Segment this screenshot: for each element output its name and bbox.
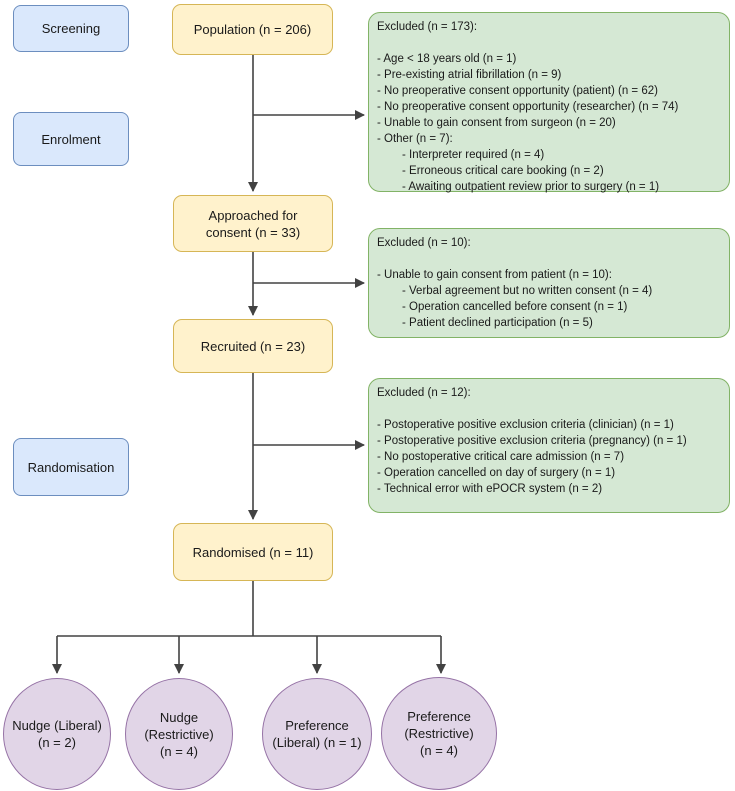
exclusion-box-screening: Excluded (n = 173): - Age < 18 years old… <box>368 12 730 193</box>
flow-node-text: Randomised (n = 11) <box>192 544 314 560</box>
exclusion-item: - Unable to gain consent from surgeon (n… <box>377 117 616 129</box>
arm-circle-nudge-liberal: Nudge (Liberal) (n = 2) <box>3 678 111 790</box>
stage-label-text: Enrolment <box>41 131 101 147</box>
exclusion-item: - No postoperative critical care admissi… <box>377 451 625 463</box>
arm-circle-preference-liberal: Preference (Liberal) (n = 1) <box>262 678 372 790</box>
stage-label-screening: Screening <box>13 5 129 52</box>
exclusion-item: - Unable to gain consent from patient (n… <box>377 269 612 281</box>
exclusion-box-postoperative: Excluded (n = 12): - Postoperative posit… <box>368 378 730 513</box>
flow-node-text: Approached for consent (n = 33) <box>205 207 301 240</box>
arm-label: Nudge (Liberal) (n = 2) <box>12 718 102 750</box>
exclusion-title: Excluded (n = 10): <box>377 237 471 249</box>
arm-circle-nudge-restrictive: Nudge (Restrictive) (n = 4) <box>125 678 233 790</box>
exclusion-item: - No preoperative consent opportunity (p… <box>377 85 658 97</box>
exclusion-title: Excluded (n = 12): <box>377 387 471 399</box>
exclusion-subitem: - Patient declined participation (n = 5) <box>402 317 593 329</box>
flow-node-recruited: Recruited (n = 23) <box>173 319 333 373</box>
arm-label: Nudge (Restrictive) (n = 4) <box>144 709 214 759</box>
exclusion-item: - Technical error with ePOCR system (n =… <box>377 483 603 495</box>
exclusion-item: - No preoperative consent opportunity (r… <box>377 101 679 113</box>
stage-label-randomisation: Randomisation <box>13 438 129 496</box>
arm-label: Preference (Restrictive) (n = 4) <box>404 709 474 758</box>
exclusion-item: - Postoperative positive exclusion crite… <box>377 435 687 447</box>
exclusion-subitem: - Interpreter required (n = 4) <box>402 149 545 161</box>
exclusion-item: - Operation cancelled on day of surgery … <box>377 467 616 479</box>
exclusion-subitem: - Erroneous critical care booking (n = 2… <box>402 165 604 177</box>
flow-node-text: Population (n = 206) <box>193 22 312 37</box>
arm-circle-preference-restrictive: Preference (Restrictive) (n = 4) <box>381 677 497 790</box>
exclusion-subitem: - Operation cancelled before consent (n … <box>402 301 628 313</box>
exclusion-subitem: - Verbal agreement but no written consen… <box>402 285 653 297</box>
exclusion-item: - Pre-existing atrial fibrillation (n = … <box>377 69 562 81</box>
exclusion-item: - Postoperative positive exclusion crite… <box>377 419 674 431</box>
stage-label-text: Randomisation <box>27 459 115 475</box>
flow-node-text: Recruited (n = 23) <box>200 338 306 354</box>
exclusion-title: Excluded (n = 173): <box>377 21 478 33</box>
flow-node-randomised: Randomised (n = 11) <box>173 523 333 581</box>
flow-node-population: Population (n = 206) <box>172 4 333 55</box>
exclusion-box-consent: Excluded (n = 10): - Unable to gain cons… <box>368 228 730 338</box>
exclusion-item: - Other (n = 7): <box>377 133 453 145</box>
exclusion-item: - Age < 18 years old (n = 1) <box>377 53 517 65</box>
stage-label-text: Screening <box>41 21 101 36</box>
stage-label-enrolment: Enrolment <box>13 112 129 166</box>
exclusion-subitem: - Awaiting outpatient review prior to su… <box>402 181 660 193</box>
arm-label: Preference (Liberal) (n = 1) <box>272 718 362 750</box>
flow-node-approached: Approached for consent (n = 33) <box>173 195 333 252</box>
